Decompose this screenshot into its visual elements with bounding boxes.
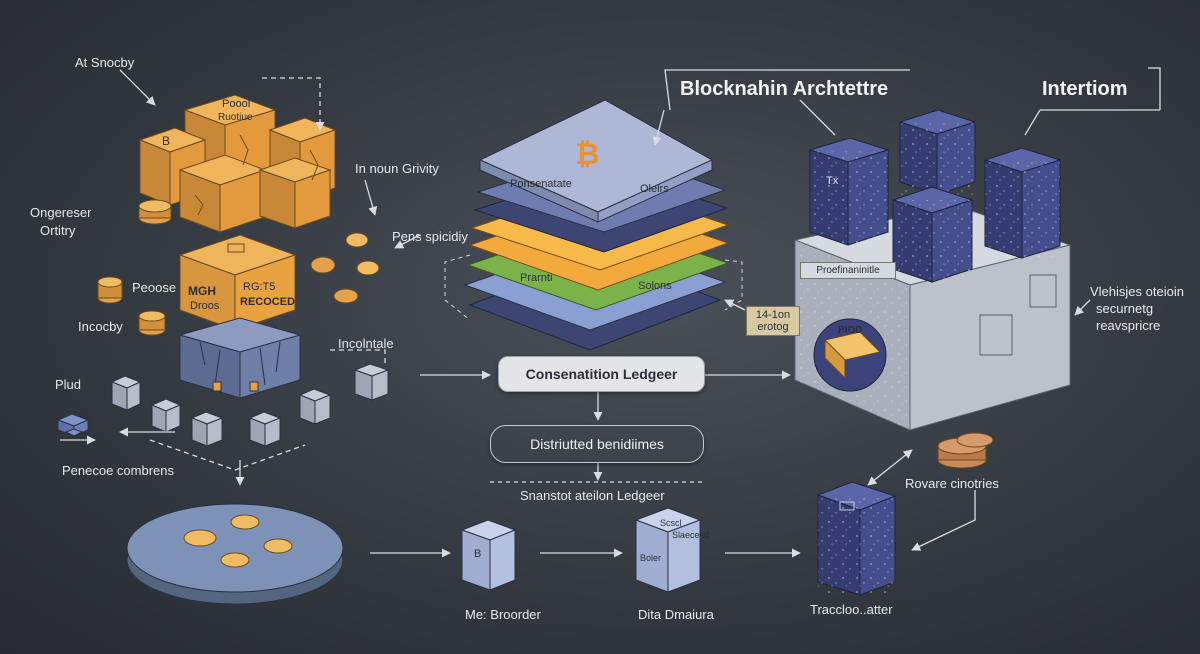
navy-cube-1	[808, 137, 890, 246]
gold-block-cluster	[138, 94, 337, 233]
coin-pool-disc	[126, 503, 344, 605]
label-rovare-cinotries: Rovare cinotries	[905, 476, 999, 491]
gold-mid-text-4: RECOCED	[240, 296, 296, 308]
gold-mid-text-1: MGH	[188, 284, 216, 298]
gold-top-text-2: Ruotiue	[218, 112, 253, 123]
label-dita-dmaiura: Dita Dmaiura	[638, 607, 714, 622]
plud-block-icon	[56, 413, 90, 437]
server-block-icon	[793, 109, 1072, 431]
tag-14-1on: 14-1on erotog	[746, 306, 800, 337]
label-peoose: Peoose	[132, 280, 177, 295]
label-at-snocby: At Snocby	[75, 55, 135, 70]
broorder-cube-b: B	[474, 548, 482, 560]
label-vlehisjes-3: reavspricre	[1096, 318, 1161, 333]
data-cube-text-1: Scscl	[660, 518, 682, 528]
label-snanstot-ledger: Snanstot ateilon Ledgeer	[520, 488, 665, 503]
gold-mid-text-2: Droos	[190, 300, 220, 312]
ledger-layer-stack	[463, 99, 730, 351]
layer-text-pons: Ponsenatate	[510, 178, 572, 190]
floating-coins	[310, 232, 380, 304]
label-traccloo-atter: Traccloo..atter	[810, 602, 893, 617]
data-cube	[634, 507, 702, 593]
connector-lines	[60, 67, 1161, 558]
gold-b-text: B	[162, 134, 171, 148]
server-book-text: PIOD	[838, 325, 863, 336]
label-penecoe: Penecoe combrens	[62, 463, 175, 478]
architecture-title: Blocknahin Archtettre	[680, 78, 889, 100]
data-cube-text-2: Slaecesd	[672, 530, 710, 540]
server-tag: Proefinaninitle	[800, 262, 896, 279]
navy-cube-2	[898, 109, 977, 196]
bitcoin-icon: ₿	[575, 138, 600, 171]
label-ongereser-1: Ongereser	[30, 205, 92, 220]
distributed-box[interactable]: Distriutted benidiimes	[490, 425, 704, 463]
label-ongereser-2: Ortitry	[40, 223, 76, 238]
broorder-cube	[460, 519, 517, 591]
steel-block-cluster	[178, 317, 302, 399]
layer-text-solons: Solons	[638, 280, 672, 292]
label-incolntale: Incolntale	[338, 336, 394, 351]
layer-text-prarnti: Prarnti	[520, 272, 553, 284]
coin-stack-icon	[97, 276, 166, 336]
gold-mid-text-3: RG:T5	[243, 281, 276, 293]
transaction-vault-block	[816, 481, 897, 596]
rovare-coin-stack	[937, 432, 994, 469]
consensus-ledger-box[interactable]: Consenatition Ledgeer	[498, 356, 705, 392]
navy-cube-tx-text: Tx	[826, 175, 839, 187]
interop-title: Intertiom	[1042, 78, 1128, 100]
navy-cube-3	[983, 147, 1062, 259]
label-in-noun-grivity: In noun Grivity	[355, 161, 439, 176]
layer-text-olelrs: Olelrs	[640, 183, 669, 195]
label-vlehisjes-1: Vlehisjes oteioin	[1090, 284, 1184, 299]
gold-middle-block	[178, 234, 297, 331]
label-plud: Plud	[55, 377, 82, 392]
tag-14-1on-line1: 14-1on	[755, 309, 791, 321]
small-cube-row	[110, 363, 390, 447]
label-vlehisjes-2: securnetg	[1096, 301, 1154, 316]
label-incocby: Incocby	[78, 319, 123, 334]
label-pens-spicidiy: Pens spicidiy	[392, 229, 468, 244]
tag-14-1on-line2: erotog	[757, 321, 789, 334]
label-me-broorder: Me: Broorder	[465, 607, 541, 622]
data-cube-text-3: Boler	[640, 553, 662, 563]
gold-top-text-1: Poool	[222, 98, 251, 110]
navy-cube-4	[891, 186, 974, 283]
